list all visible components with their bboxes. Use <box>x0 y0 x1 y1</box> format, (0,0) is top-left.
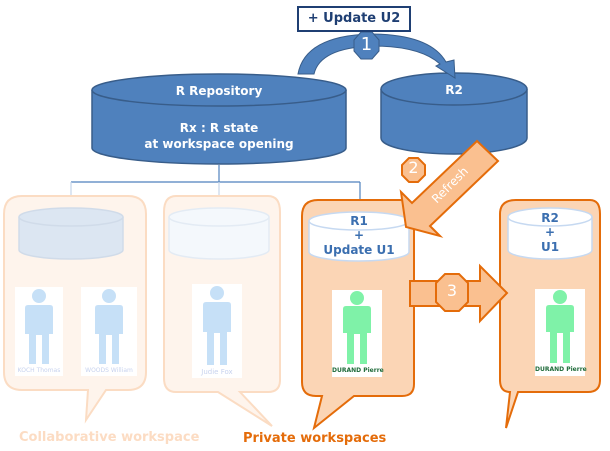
private-database-1 <box>308 211 410 262</box>
step-3-badge <box>435 273 469 312</box>
collaborative-database <box>18 207 124 260</box>
r-repository-cylinder <box>91 73 347 165</box>
r2-cylinder <box>380 72 528 155</box>
private-database-2 <box>507 207 593 260</box>
private-db-1-line3: Update U1 <box>323 243 395 257</box>
person-durand-1 <box>332 290 382 377</box>
person-koch <box>15 287 63 376</box>
update-arrow <box>297 33 456 79</box>
step-3-number: 3 <box>446 281 458 300</box>
person-judie <box>192 284 242 378</box>
step-1-badge <box>353 31 380 60</box>
judie-database <box>168 207 270 260</box>
repository-state-line2: at workspace opening <box>144 137 294 151</box>
private-db-2-line3: U1 <box>540 240 560 254</box>
person-durand-2 <box>535 289 585 376</box>
step-2-badge <box>401 157 426 183</box>
repository-title: R Repository <box>175 84 263 98</box>
user-name-durand-2: DURAND Pierre <box>535 366 587 373</box>
private-db-1-line1: R1 <box>350 214 368 228</box>
user-name-judie: Judie Fox <box>201 368 233 376</box>
update-u2-label: + Update U2 <box>297 6 411 32</box>
step-2-number: 2 <box>408 158 419 177</box>
user-name-koch: KOCH Thomas <box>17 367 61 374</box>
user-name-durand-1: DURAND Pierre <box>332 367 384 374</box>
refresh-arrow <box>399 139 500 238</box>
step-1-number: 1 <box>360 34 373 55</box>
private-db-2-line2: + <box>544 225 556 239</box>
person-woods <box>81 287 137 376</box>
user-name-woods: WOODS William <box>85 367 133 374</box>
private-db-1-line2: + <box>353 228 365 242</box>
private-db-2-line1: R2 <box>541 211 559 225</box>
private-workspaces-label: Private workspaces <box>243 431 387 446</box>
r2-title: R2 <box>445 83 463 97</box>
collaborative-workspace-label: Collaborative workspace <box>19 430 200 445</box>
repository-state-line1: Rx : R state <box>179 121 259 135</box>
